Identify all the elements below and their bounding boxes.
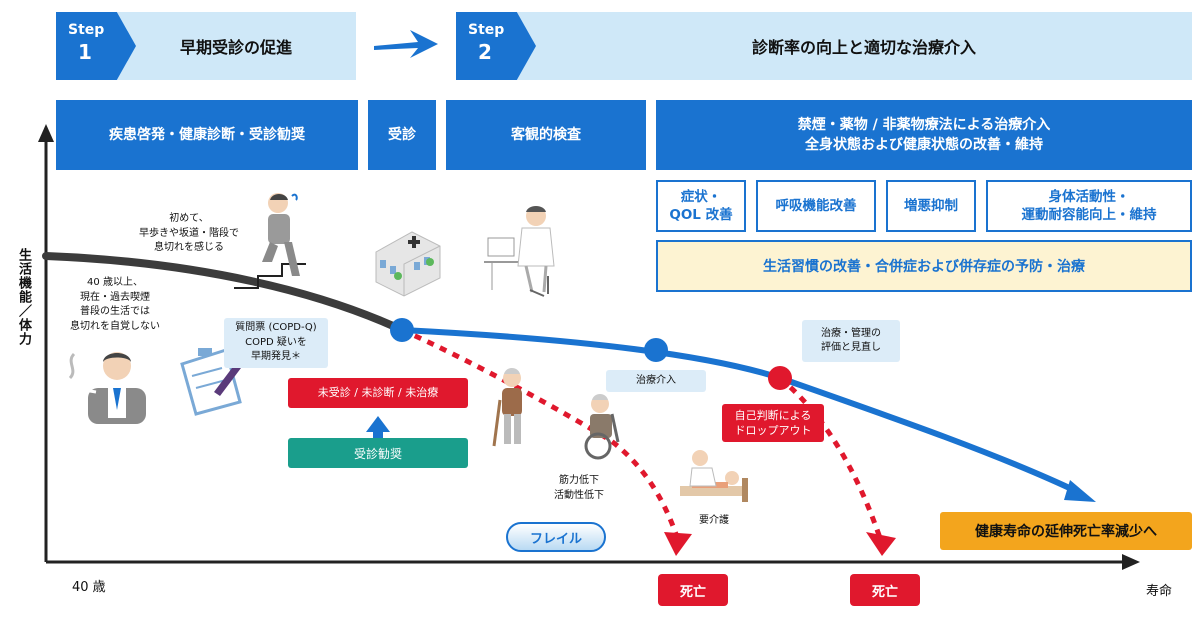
caregiver-bed-icon [680, 450, 748, 502]
header-exam: 客観的検査 [446, 100, 646, 170]
note-first-line2: 早歩きや坂道・階段で [139, 227, 239, 239]
x-axis-end-label: 寿命 [1146, 584, 1173, 599]
note-questionnaire-line1: 質問票 (COPD-Q) [235, 322, 317, 334]
outcome-activity-line2: 運動耐容能向上・維持 [1021, 207, 1157, 223]
y-axis-arrowhead [38, 124, 54, 142]
note-first-breathless: 初めて、 早歩きや坂道・階段で 息切れを感じる [124, 212, 254, 256]
header-intervention-line1: 禁煙・薬物 / 非薬物療法による治療介入 [797, 116, 1051, 133]
note-smoker-line2: 現在・過去喫煙 [80, 291, 150, 303]
note-smoker: 40 歳以上、 現在・過去喫煙 普段の生活では 息切れを自覚しない [50, 276, 180, 334]
step2-tab-word: Step [468, 22, 505, 38]
step2-title: 診断率の向上と適切な治療介入 [751, 38, 976, 57]
dropout-badge: 自己判断による ドロップアウト [722, 404, 824, 442]
step1-tab: Step 1 [56, 12, 136, 80]
untreated-badge: 未受診 / 未診断 / 未治療 [288, 378, 468, 408]
outcome-activity-line1: 身体活動性・ [1048, 188, 1130, 205]
life-function-curve-untreated [42, 252, 406, 334]
stair-climbing-man-icon [234, 193, 306, 289]
step1-title: 早期受診の促進 [179, 38, 292, 57]
decline-path-dropout [778, 376, 883, 539]
note-muscle-line2: 活動性低下 [554, 489, 604, 501]
step2-tab: Step 2 [456, 12, 536, 80]
note-management-line1: 治療・管理の [821, 327, 881, 339]
diagnosis-node [390, 318, 414, 342]
doctor-at-desk-icon [484, 206, 555, 297]
note-smoker-line1: 40 歳以上、 [87, 277, 143, 288]
header-intervention: 禁煙・薬物 / 非薬物療法による治療介入 全身状態および健康状態の改善・維持 [656, 100, 1192, 170]
death-badge-2: 死亡 [850, 574, 920, 606]
encourage-up-arrow-icon [366, 416, 390, 440]
header-visit: 受診 [368, 100, 436, 170]
header-intervention-line2: 全身状態および健康状態の改善・維持 [805, 137, 1043, 153]
note-muscle: 筋力低下 活動性低下 [544, 474, 614, 503]
final-goal-box: 健康寿命の延伸死亡率減少へ [940, 512, 1192, 550]
outcome-symptoms-line1: 症状・ [680, 188, 722, 205]
header-awareness: 疾患啓発・健康診断・受診勧奨 [56, 100, 358, 170]
decline-arrowhead-2 [866, 532, 896, 556]
outcome-symptoms-line2: QOL 改善 [669, 207, 733, 223]
y-axis-label: 生活機能／体力 [16, 248, 31, 346]
elderly-with-cane-icon [492, 368, 522, 447]
wheelchair-icon [584, 394, 620, 460]
treatment-node [644, 338, 668, 362]
x-axis-start-label: 40 歳 [72, 580, 106, 595]
step1-tab-word: Step [68, 22, 105, 38]
x-axis-arrowhead [1122, 554, 1140, 570]
note-management-line2: 評価と見直し [821, 342, 881, 353]
encourage-visit-badge: 受診勧奨 [288, 438, 468, 468]
note-care: 要介護 [699, 515, 729, 526]
outcome-activity: 身体活動性・ 運動耐容能向上・維持 [986, 180, 1192, 232]
note-smoker-line4: 息切れを自覚しない [70, 320, 160, 332]
step-arrow-icon [374, 30, 438, 58]
outcome-respiratory: 呼吸機能改善 [756, 180, 876, 232]
header-exam-label: 客観的検査 [511, 126, 581, 143]
note-questionnaire: 質問票 (COPD-Q) COPD 疑いを 早期発見＊ [224, 318, 328, 368]
death-badge-1: 死亡 [658, 574, 728, 606]
note-questionnaire-line2: COPD 疑いを [245, 336, 307, 348]
dropout-line2: ドロップアウト [734, 424, 812, 437]
decline-path-untreated [400, 327, 681, 541]
dropout-node [768, 366, 792, 390]
note-smoker-line3: 普段の生活では [80, 306, 150, 317]
note-first-line3: 息切れを感じる [154, 242, 224, 253]
note-questionnaire-line3: 早期発見＊ [251, 351, 301, 363]
dropout-line1: 自己判断による [734, 408, 812, 422]
outcome-exacerbation: 増悪抑制 [886, 180, 976, 232]
smoking-man-icon [68, 352, 146, 424]
clinic-building-icon [375, 231, 441, 297]
note-muscle-line1: 筋力低下 [559, 475, 599, 486]
treated-curve-arrowhead [1064, 480, 1096, 502]
outcome-symptoms: 症状・ QOL 改善 [656, 180, 746, 232]
note-treatment: 治療介入 [606, 370, 706, 392]
note-first-line1: 初めて、 [169, 213, 209, 224]
step2-tab-number: 2 [478, 40, 492, 64]
decline-arrowhead-1 [664, 532, 692, 556]
frailty-badge: フレイル [506, 522, 606, 552]
step1-tab-number: 1 [78, 40, 92, 64]
note-management: 治療・管理の 評価と見直し [802, 320, 900, 362]
step2-banner [456, 12, 1192, 80]
outcome-lifestyle: 生活習慣の改善・合併症および併存症の予防・治療 [656, 240, 1192, 292]
